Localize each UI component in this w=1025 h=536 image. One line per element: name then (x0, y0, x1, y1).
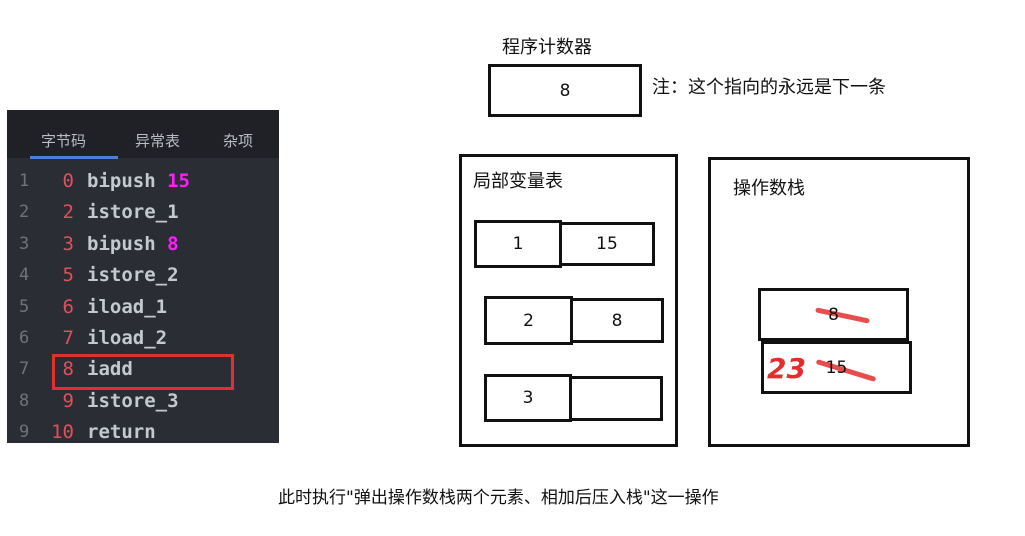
sum-result: 23 (767, 352, 806, 385)
code-line: 7 8 iadd (7, 354, 279, 385)
line-number: 1 (19, 171, 30, 191)
opcode-name: bipush (87, 170, 156, 192)
line-number: 7 (19, 359, 30, 380)
opcode: iload_1 (87, 292, 167, 323)
opcode-name: return (87, 421, 156, 443)
line-number: 2 (19, 202, 30, 223)
code-line: 5 6 iload_1 (7, 292, 279, 323)
local-value: 8 (570, 298, 664, 343)
bytecode-offset: 2 (62, 201, 74, 224)
bytecode-offset: 10 (51, 421, 74, 443)
code-line: 9 10 return (7, 417, 279, 443)
code-line: 3 3 bipush 8 (7, 229, 279, 260)
opcode-name: iload_2 (87, 327, 168, 349)
opcode: istore_1 (87, 197, 179, 228)
opcode-arg: 15 (167, 170, 190, 192)
opcode: bipush 15 (87, 166, 190, 197)
bytecode-offset: 3 (62, 232, 74, 255)
tab-bytecode[interactable]: 字节码 (41, 132, 87, 150)
tab-exception-table[interactable]: 异常表 (135, 132, 181, 150)
bytecode-offset: 8 (62, 358, 74, 381)
local-index-text: 2 (523, 310, 534, 331)
bytecode-offset: 5 (62, 264, 74, 287)
active-tab-indicator (30, 156, 118, 159)
tab-misc[interactable]: 杂项 (223, 132, 254, 150)
local-value-text: 15 (596, 234, 618, 254)
pc-note: 注：这个指向的永远是下一条 (652, 77, 886, 98)
code-line: 2 2 istore_1 (7, 197, 279, 228)
tab-bar: 字节码 异常表 杂项 (7, 110, 279, 159)
stack-bottom-value: 15 (825, 357, 848, 378)
stack-slot-bottom: 15 (761, 341, 912, 394)
stack-slot-top: 8 (758, 288, 909, 341)
local-index: 1 (474, 220, 562, 268)
code-line: 4 5 istore_2 (7, 260, 279, 291)
bytecode-offset: 9 (62, 389, 74, 412)
local-index-text: 3 (522, 388, 534, 408)
local-value: 15 (559, 222, 655, 266)
local-index: 2 (484, 296, 573, 345)
locals-title: 局部变量表 (473, 171, 563, 192)
local-index: 3 (484, 374, 572, 422)
opcode-name: iadd (87, 358, 133, 381)
opcode: return (87, 417, 156, 443)
bytecode-offset: 7 (62, 327, 74, 349)
opcode: istore_2 (87, 260, 179, 291)
current-instruction-highlight (52, 354, 234, 390)
pc-box: 8 (488, 64, 642, 117)
local-index-text: 1 (512, 234, 524, 254)
line-number: 6 (19, 328, 30, 348)
line-number: 3 (19, 233, 30, 254)
code-line: 8 9 istore_3 (7, 386, 279, 417)
line-number: 4 (19, 265, 30, 286)
bytecode-offset: 6 (62, 295, 74, 318)
caption: 此时执行"弹出操作数栈两个元素、相加后压入栈"这一操作 (278, 488, 719, 508)
opcode: bipush 8 (87, 229, 179, 260)
opcode-name: bipush (87, 232, 156, 255)
opcode: istore_3 (87, 386, 179, 417)
opcode-name: iload_1 (87, 295, 168, 318)
code-line: 6 7 iload_2 (7, 323, 279, 354)
opcode: iadd (87, 354, 133, 385)
local-value-text: 8 (611, 310, 623, 331)
opcode-name: istore_3 (87, 389, 179, 412)
local-value (569, 376, 663, 421)
code-line: 1 0 bipush 15 (7, 166, 279, 197)
opcode-arg: 8 (167, 232, 179, 255)
opcode: iload_2 (87, 323, 167, 354)
opcode-name: istore_1 (87, 201, 179, 224)
opcode-name: istore_2 (87, 264, 179, 287)
pc-value: 8 (559, 80, 571, 101)
bytecode-offset: 0 (62, 170, 74, 192)
stack-top-value: 8 (828, 304, 839, 325)
line-number: 5 (19, 296, 30, 317)
pc-title: 程序计数器 (502, 37, 592, 58)
stack-title: 操作数栈 (733, 178, 805, 199)
line-number: 9 (19, 422, 30, 443)
line-number: 8 (19, 390, 30, 411)
